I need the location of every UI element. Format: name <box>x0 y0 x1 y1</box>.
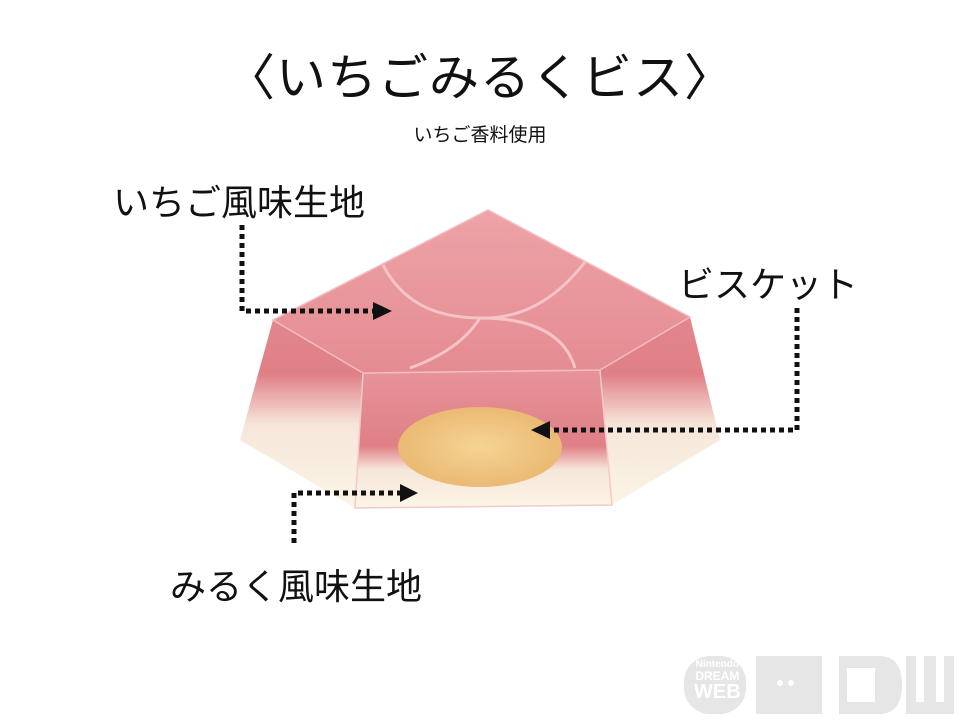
pointer-arrows <box>239 225 800 543</box>
arrow-strawberry <box>239 225 375 314</box>
label-biscuit: ビスケット <box>678 265 859 306</box>
chocolate-body <box>240 209 720 509</box>
subtitle: いちご香料使用 <box>413 124 547 146</box>
label-milk-layer: みるく風味生地 <box>170 567 423 608</box>
label-strawberry-layer: いちご風味生地 <box>113 183 366 224</box>
biscuit-cross-section <box>398 407 562 487</box>
watermark-line3: WEB <box>694 681 741 703</box>
arrow-biscuit <box>548 308 800 433</box>
arrow-milk <box>291 490 403 543</box>
page-title: 〈いちごみるくビス〉 <box>225 49 735 107</box>
watermark-line2: DREAM <box>695 669 740 683</box>
watermark-logo: Nintendo DREAM WEB <box>684 654 954 716</box>
watermark-line1: Nintendo <box>695 659 739 670</box>
